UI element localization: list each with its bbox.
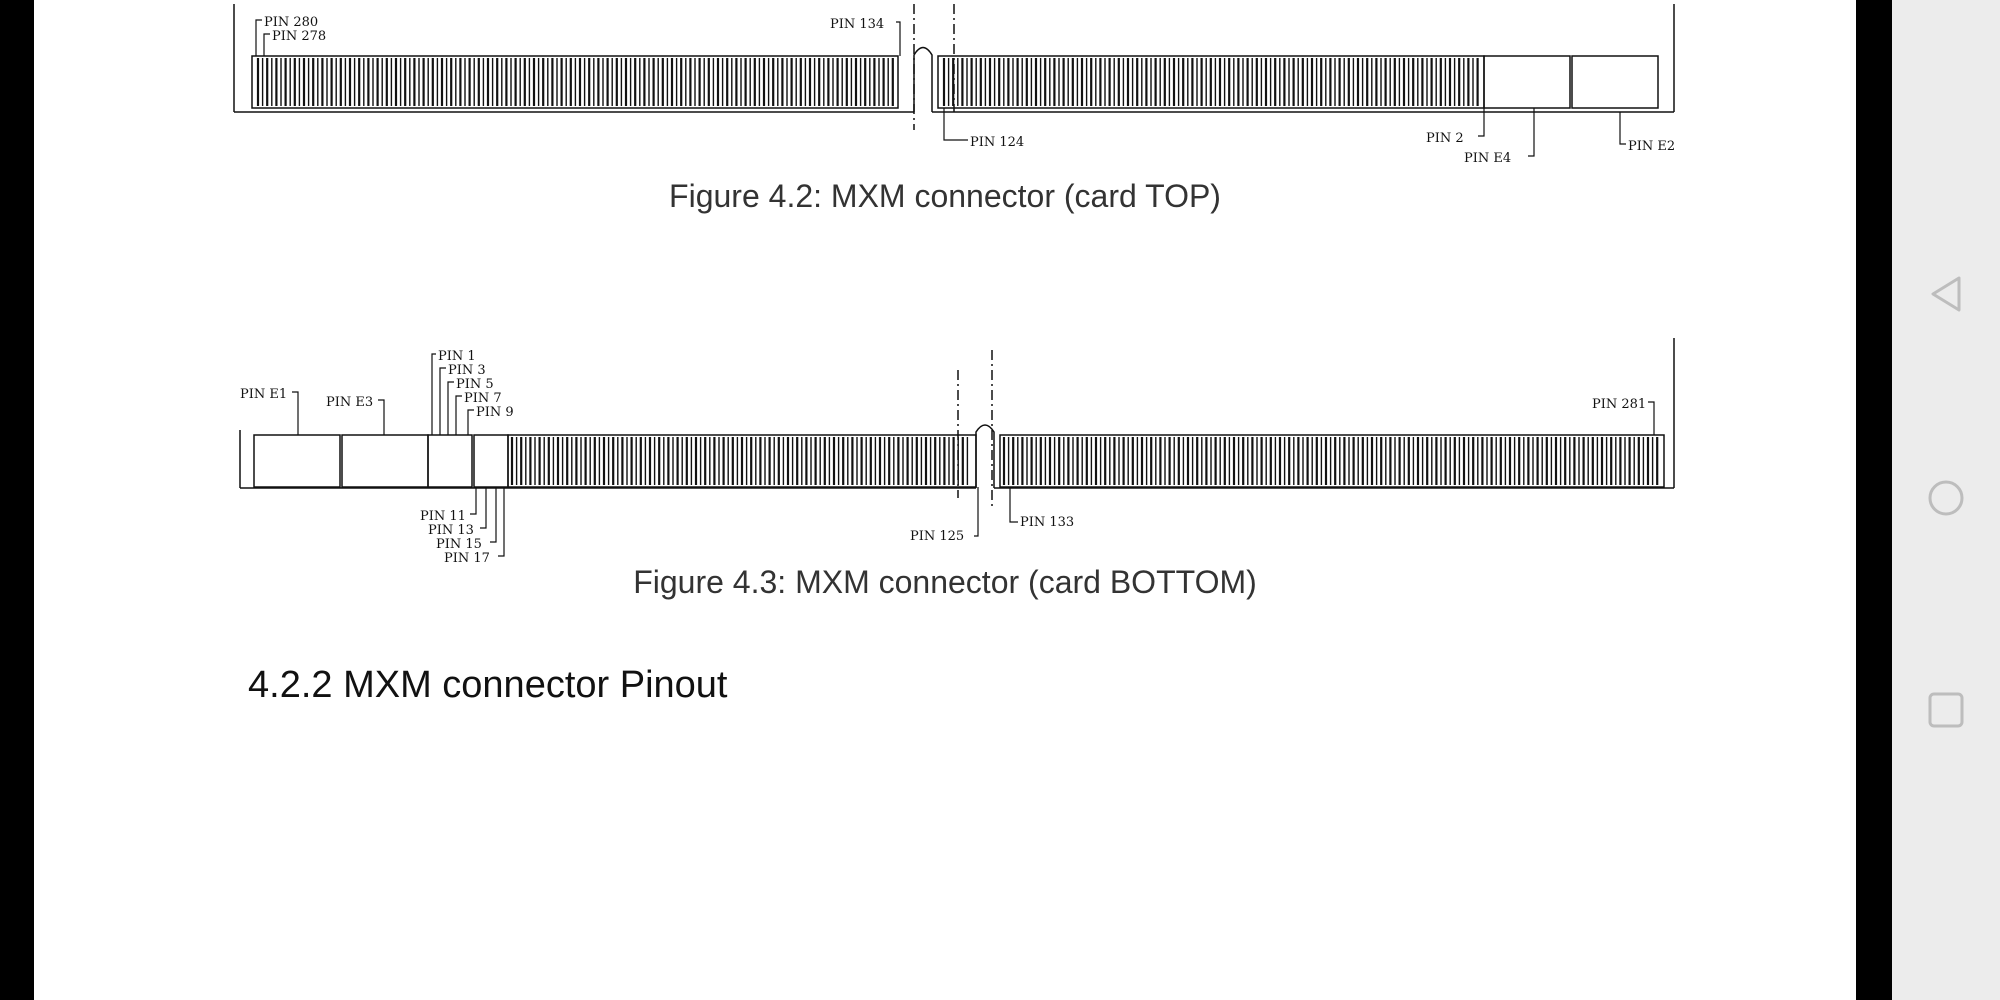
recents-square-icon <box>1926 690 1966 735</box>
document-page[interactable]: PIN 280 PIN 278 PIN 134 PIN 124 PIN 2 PI… <box>34 0 1856 1000</box>
label-pin-125: PIN 125 <box>910 529 964 544</box>
label-pin-134: PIN 134 <box>830 17 884 32</box>
back-triangle-icon <box>1927 274 1965 319</box>
recents-button[interactable] <box>1912 678 1980 746</box>
pins-top-right <box>942 58 1479 106</box>
figure-4-2-caption: Figure 4.2: MXM connector (card TOP) <box>669 178 1221 214</box>
back-button[interactable] <box>1912 262 1980 330</box>
label-pin-281: PIN 281 <box>1592 397 1646 412</box>
label-pin-e4: PIN E4 <box>1464 151 1511 166</box>
label-pin-17: PIN 17 <box>444 551 490 566</box>
home-button[interactable] <box>1912 466 1980 534</box>
label-pin-9: PIN 9 <box>476 405 514 420</box>
label-pin-280: PIN 280 <box>264 15 318 30</box>
pins-bottom-right <box>1002 437 1659 485</box>
mxm-connector-top-diagram: PIN 280 PIN 278 PIN 134 PIN 124 PIN 2 PI… <box>233 4 1675 166</box>
label-pin-e1: PIN E1 <box>240 387 287 402</box>
label-pin-7: PIN 7 <box>464 391 502 406</box>
label-pin-e3: PIN E3 <box>326 395 373 410</box>
label-pin-13: PIN 13 <box>428 523 474 538</box>
label-pin-3: PIN 3 <box>448 363 486 378</box>
label-pin-124: PIN 124 <box>970 135 1024 150</box>
left-bezel <box>0 0 34 1000</box>
system-navigation-bar <box>1892 0 2000 1000</box>
section-heading: 4.2.2 MXM connector Pinout <box>248 664 728 706</box>
home-circle-icon <box>1926 478 1966 523</box>
right-bezel <box>1856 0 1892 1000</box>
label-pin-1: PIN 1 <box>438 349 476 364</box>
figure-4-3-caption: Figure 4.3: MXM connector (card BOTTOM) <box>633 564 1257 600</box>
pins-top-left <box>256 58 894 106</box>
label-pin-e2: PIN E2 <box>1628 139 1675 154</box>
label-pin-5: PIN 5 <box>456 377 494 392</box>
label-pin-2: PIN 2 <box>1426 131 1464 146</box>
mxm-connector-bottom-diagram: PIN E1 PIN E3 PIN 1 PIN 3 PIN 5 PIN 7 PI… <box>239 338 1675 566</box>
label-pin-15: PIN 15 <box>436 537 482 552</box>
label-pin-11: PIN 11 <box>420 509 466 524</box>
label-pin-278: PIN 278 <box>272 29 326 44</box>
label-pin-133: PIN 133 <box>1020 515 1074 530</box>
pins-bottom-left <box>510 437 969 485</box>
